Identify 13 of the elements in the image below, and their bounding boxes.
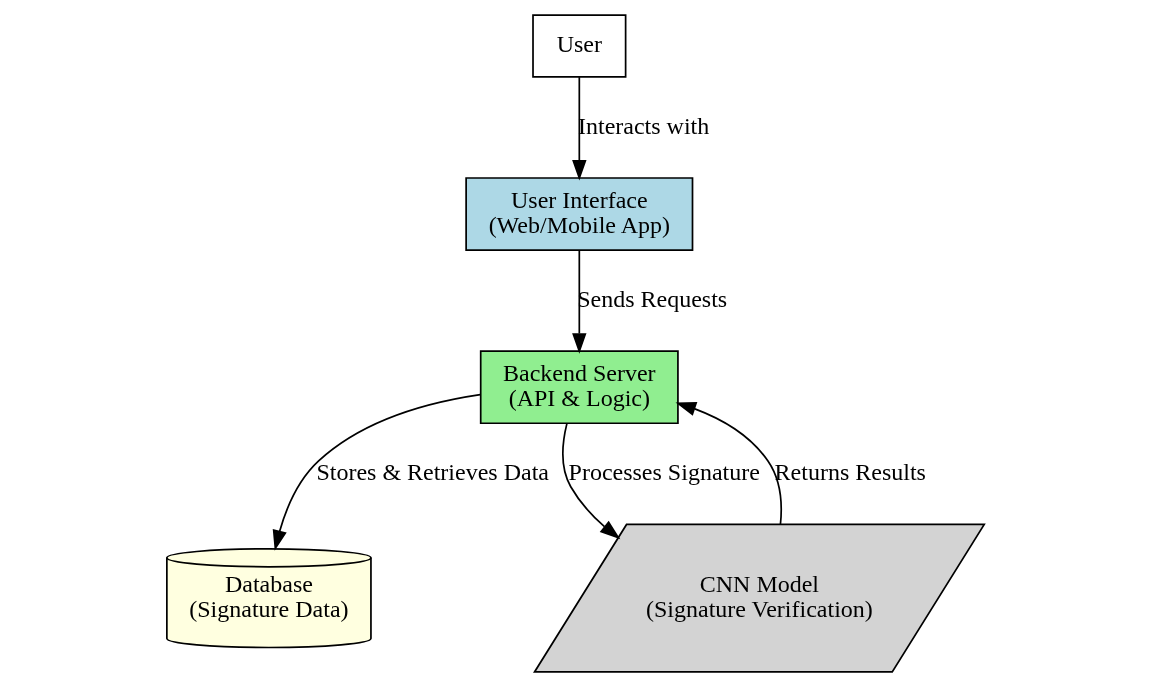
- arrow: [272, 393, 481, 551]
- node-box: User: [531, 14, 626, 78]
- edge-label: Returns Results: [774, 459, 926, 486]
- edge-label: Stores & Retrieves Data: [315, 459, 549, 486]
- edge-label: Processes Signature: [568, 459, 760, 486]
- arrow: [571, 249, 587, 354]
- arrow: [561, 422, 620, 540]
- node-box: Backend Server (API & Logic): [479, 350, 679, 425]
- arrow: [675, 402, 782, 526]
- edge-label: Sends Requests: [576, 285, 727, 312]
- edge-label: Interacts with: [577, 112, 709, 139]
- arrow: [571, 76, 587, 181]
- node-box: User Interface (Web/Mobile App): [464, 177, 693, 251]
